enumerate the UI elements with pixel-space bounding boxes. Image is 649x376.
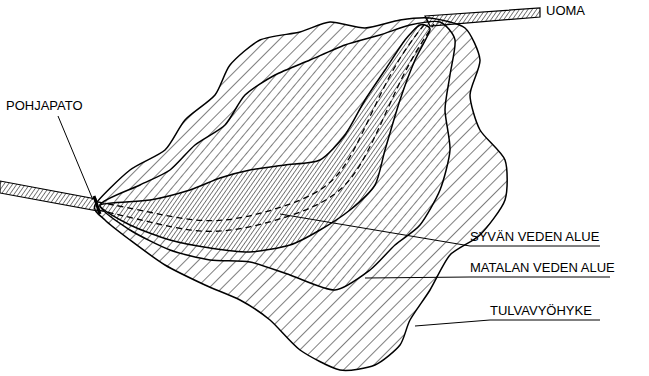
inlet-channel [425,8,540,26]
channel-label: UOMA [546,4,585,18]
area-label: MATALAN VEDEN ALUE [470,261,615,275]
channel-course [98,20,428,221]
leader-line [58,116,93,200]
outlet-channel [0,181,98,211]
shallow-water-area [100,21,455,290]
leader-line [415,320,600,326]
leader-line [280,214,600,246]
dam-label: POHJAPATO [6,99,83,113]
flood-zone-ground [94,18,507,371]
regions [0,8,540,370]
bottom-dam [94,196,100,214]
shallow-water-area-ground [100,21,455,290]
channel-course [98,24,434,231]
area-label: SYVÄN VEDEN ALUE [470,230,599,244]
leader-line [365,277,610,278]
leader-lines [58,116,610,326]
flood-zone [94,18,507,371]
deep-water-area [100,25,430,252]
deep-water-area-ground [100,25,430,252]
area-label: TULVAVYÖHYKE [490,304,592,318]
